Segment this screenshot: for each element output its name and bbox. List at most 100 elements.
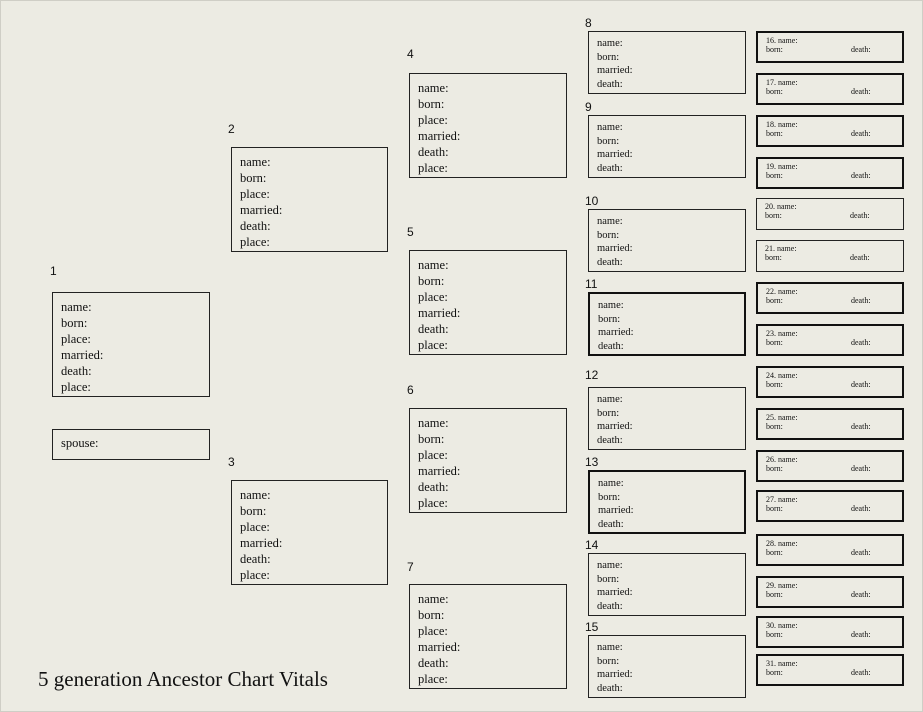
name-label: name: xyxy=(61,300,92,314)
person-number-20: 20. xyxy=(765,202,775,211)
person-box-2[interactable]: name: born: place: married: death: place… xyxy=(231,147,388,252)
married-label: married: xyxy=(240,536,283,550)
name-label: name: xyxy=(778,287,798,296)
person-box-14[interactable]: name: born: married: death: xyxy=(588,553,746,616)
spouse-box[interactable]: spouse: xyxy=(52,429,210,460)
death-label: death: xyxy=(418,656,449,670)
person-box-4[interactable]: name: born: place: married: death: place… xyxy=(409,73,567,178)
born-label: born: xyxy=(597,573,620,585)
person-number-19: 19. xyxy=(766,162,776,171)
born-label: born: xyxy=(418,97,445,111)
death-label: death: xyxy=(851,338,871,347)
person-box-29[interactable]: 29. name: born: death: xyxy=(756,576,904,608)
born-label: born: xyxy=(597,51,620,63)
person-box-25[interactable]: 25. name: born: death: xyxy=(756,408,904,440)
name-label: name: xyxy=(778,539,798,548)
person-number-24: 24. xyxy=(766,371,776,380)
married-label: married: xyxy=(597,149,633,160)
death-label: death: xyxy=(597,434,623,446)
place-label: place: xyxy=(418,624,448,638)
person-number-7: 7 xyxy=(407,560,414,574)
death-label: death: xyxy=(418,322,449,336)
name-label: name: xyxy=(418,592,449,606)
death-label: death: xyxy=(851,630,871,639)
married-label: married: xyxy=(418,464,461,478)
born-label: born: xyxy=(597,135,620,147)
person-box-6[interactable]: name: born: place: married: death: place… xyxy=(409,408,567,513)
person-box-11[interactable]: name: born: married: death: xyxy=(588,292,746,356)
person-box-27[interactable]: 27. name: born: death: xyxy=(756,490,904,522)
death-label: death: xyxy=(597,256,623,268)
born-label: born: xyxy=(240,171,267,185)
name-label: name: xyxy=(598,478,624,489)
born-label: born: xyxy=(766,129,783,138)
name-label: name: xyxy=(597,38,623,49)
person-box-7[interactable]: name: born: place: married: death: place… xyxy=(409,584,567,689)
death-label: death: xyxy=(851,590,871,599)
person-box-31[interactable]: 31. name: born: death: xyxy=(756,654,904,686)
person-box-15[interactable]: name: born: married: death: xyxy=(588,635,746,698)
name-label: name: xyxy=(240,488,271,502)
death-label: death: xyxy=(597,78,623,90)
person-box-30[interactable]: 30. name: born: death: xyxy=(756,616,904,648)
person-box-16[interactable]: 16. name: born: death: xyxy=(756,31,904,63)
born-label: born: xyxy=(766,87,783,96)
person-box-23[interactable]: 23. name: born: death: xyxy=(756,324,904,356)
person-box-8[interactable]: name: born: married: death: xyxy=(588,31,746,94)
person-number-29: 29. xyxy=(766,581,776,590)
born-label: born: xyxy=(597,229,620,241)
person-box-1[interactable]: name: born: place: married: death: place… xyxy=(52,292,210,397)
born-label: born: xyxy=(766,296,783,305)
born-label: born: xyxy=(597,655,620,667)
person-number-26: 26. xyxy=(766,455,776,464)
death-label: death: xyxy=(851,422,871,431)
person-number-16: 16. xyxy=(766,36,776,45)
person-number-8: 8 xyxy=(585,16,592,30)
person-number-23: 23. xyxy=(766,329,776,338)
person-box-20[interactable]: 20. name: born: death: xyxy=(756,198,904,230)
person-box-17[interactable]: 17. name: born: death: xyxy=(756,73,904,105)
person-box-26[interactable]: 26. name: born: death: xyxy=(756,450,904,482)
place-label: place: xyxy=(418,496,448,510)
person-box-12[interactable]: name: born: married: death: xyxy=(588,387,746,450)
death-label: death: xyxy=(598,340,624,352)
name-label: name: xyxy=(418,258,449,272)
place-label: place: xyxy=(418,672,448,686)
person-box-13[interactable]: name: born: married: death: xyxy=(588,470,746,534)
person-box-21[interactable]: 21. name: born: death: xyxy=(756,240,904,272)
place-label: place: xyxy=(240,568,270,582)
person-box-9[interactable]: name: born: married: death: xyxy=(588,115,746,178)
person-number-10: 10 xyxy=(585,194,599,208)
death-label: death: xyxy=(851,296,871,305)
person-box-18[interactable]: 18. name: born: death: xyxy=(756,115,904,147)
person-box-19[interactable]: 19. name: born: death: xyxy=(756,157,904,189)
name-label: name: xyxy=(418,416,449,430)
place-label: place: xyxy=(61,380,91,394)
person-box-28[interactable]: 28. name: born: death: xyxy=(756,534,904,566)
person-box-24[interactable]: 24. name: born: death: xyxy=(756,366,904,398)
name-label: name: xyxy=(778,371,798,380)
person-number-27: 27. xyxy=(766,495,776,504)
born-label: born: xyxy=(598,313,621,325)
name-label: name: xyxy=(778,78,798,87)
spouse-label: spouse: xyxy=(61,436,99,450)
born-label: born: xyxy=(766,171,783,180)
married-label: married: xyxy=(597,669,633,680)
person-number-1: 1 xyxy=(50,264,57,278)
person-number-2: 2 xyxy=(228,122,235,136)
death-label: death: xyxy=(851,464,871,473)
place-label: place: xyxy=(418,338,448,352)
person-box-5[interactable]: name: born: place: married: death: place… xyxy=(409,250,567,355)
death-label: death: xyxy=(418,145,449,159)
born-label: born: xyxy=(418,608,445,622)
person-number-22: 22. xyxy=(766,287,776,296)
person-box-22[interactable]: 22. name: born: death: xyxy=(756,282,904,314)
born-label: born: xyxy=(766,548,783,557)
death-label: death: xyxy=(240,219,271,233)
born-label: born: xyxy=(765,211,782,220)
person-box-10[interactable]: name: born: married: death: xyxy=(588,209,746,272)
name-label: name: xyxy=(778,495,798,504)
death-label: death: xyxy=(850,253,870,262)
married-label: married: xyxy=(597,243,633,254)
person-box-3[interactable]: name: born: place: married: death: place… xyxy=(231,480,388,585)
